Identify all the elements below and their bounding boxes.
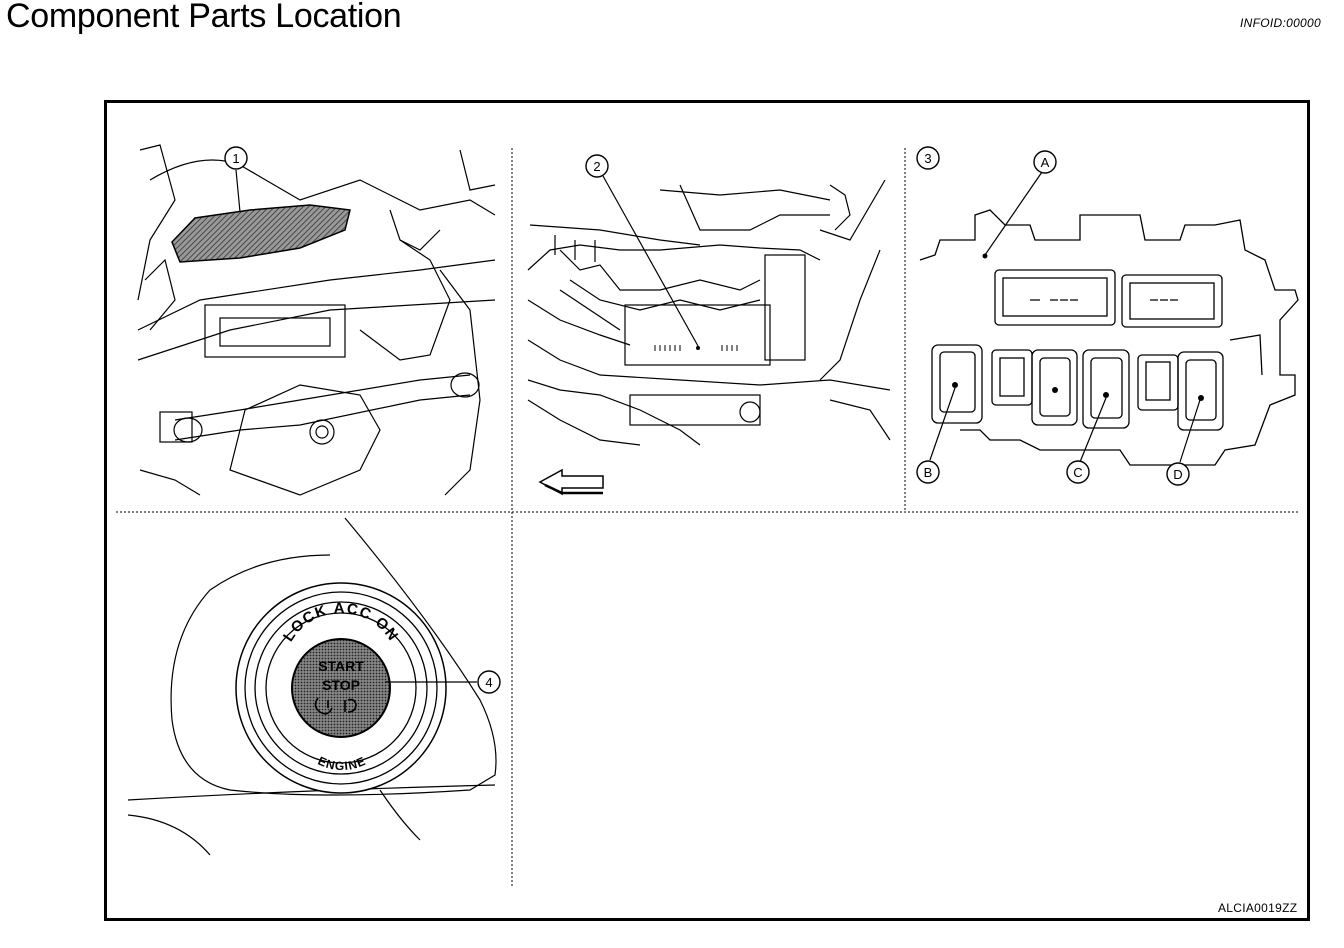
- connector-d-label: D: [1173, 467, 1182, 482]
- panel-2-engine-room: [527, 179, 891, 446]
- front-arrow-icon: [538, 468, 604, 496]
- info-id: INFOID:00000: [1240, 16, 1321, 30]
- connector-a-label: A: [1041, 155, 1050, 170]
- connector-pins: [952, 382, 1204, 401]
- power-symbol-icon: [314, 697, 357, 715]
- switch-start-label: START: [318, 658, 364, 674]
- callout-2-label: 2: [593, 159, 600, 174]
- callout-3-circle: [916, 146, 940, 170]
- component-1-bcm: [171, 204, 351, 263]
- callout-4-circle: [477, 670, 501, 694]
- callout-2-circle: [585, 154, 609, 178]
- switch-engine-label: ENGINE: [316, 754, 369, 773]
- page-title: Component Parts Location: [6, 0, 402, 35]
- figure-code: ALCIA0019ZZ: [1218, 901, 1298, 915]
- relay-box-markings: [654, 345, 738, 351]
- panel-1-steering-column: [137, 144, 496, 496]
- ignition-switch: LOCK ACC ON ENGINE START STOP: [235, 582, 447, 794]
- leader-line-2: [602, 175, 699, 347]
- panel-3-relay-box: [919, 209, 1299, 466]
- connector-d-circle: [1166, 462, 1190, 486]
- callout-4-label: 4: [485, 675, 492, 690]
- panel-4-dash-bezel: [127, 517, 497, 856]
- callout-3-label: 3: [924, 151, 931, 166]
- connector-b-label: B: [924, 465, 933, 480]
- component-2-dot: [696, 346, 700, 350]
- connector-a-circle: [1033, 150, 1057, 174]
- panel-dividers: [116, 148, 1300, 888]
- callout-1-label: 1: [232, 151, 239, 166]
- connector-c-circle: [1066, 460, 1090, 484]
- connector-b-circle: [916, 460, 940, 484]
- figure-frame: [104, 100, 1310, 921]
- connector-leaders: [929, 171, 1201, 463]
- connector-c-label: C: [1073, 465, 1082, 480]
- callout-1-circle: [224, 146, 248, 170]
- leader-line-1: [235, 169, 241, 213]
- switch-stop-label: STOP: [322, 677, 360, 693]
- connector-a-dot: [982, 253, 988, 259]
